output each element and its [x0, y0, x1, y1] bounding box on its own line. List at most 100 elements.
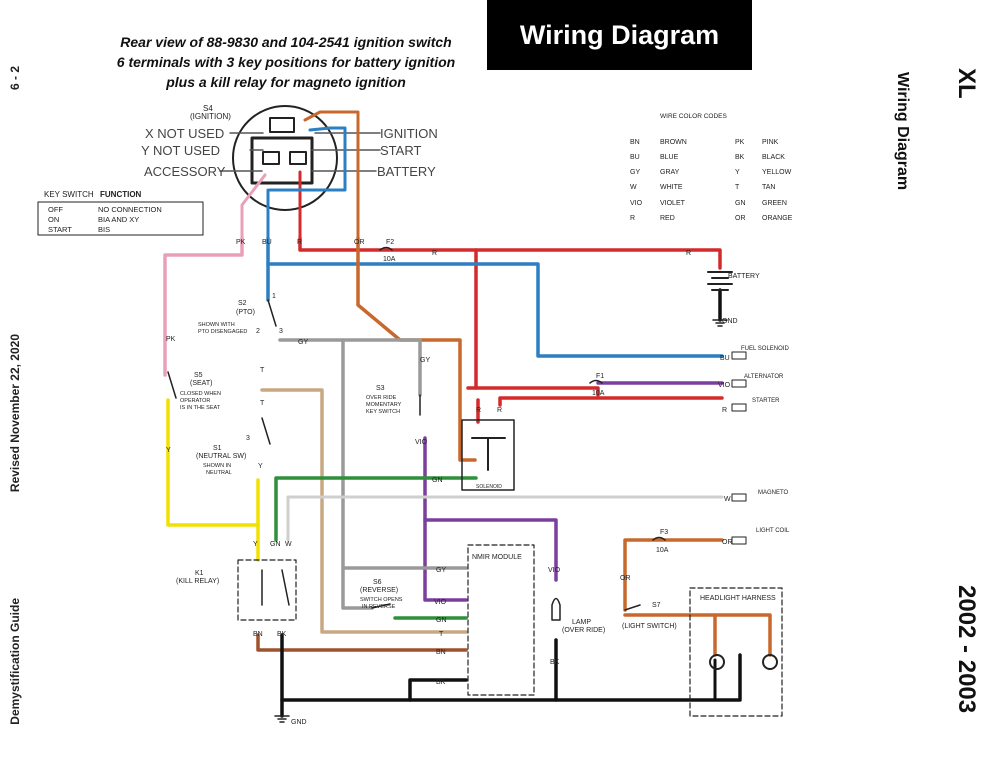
s5-note: CLOSED WHEN: [180, 391, 221, 397]
wire-color: BROWN: [660, 139, 687, 146]
s3-note: OVER RIDE: [366, 395, 397, 401]
fuse-f3-label: F3: [660, 529, 668, 536]
subtitle-line-1: Rear view of 88-9830 and 104-2541 igniti…: [120, 34, 452, 50]
wire-color: YELLOW: [762, 169, 792, 176]
gray-wire: [278, 338, 422, 397]
wire-tag-r: R: [297, 239, 302, 246]
subtitle-line-3: plus a kill relay for magneto ignition: [166, 74, 406, 90]
light-coil-label: LIGHT COIL: [756, 528, 790, 534]
wire-code: GY: [630, 169, 640, 176]
s1-note: SHOWN IN: [203, 463, 231, 469]
wire-code: R: [630, 215, 635, 222]
wire-tag-t: T: [260, 400, 265, 407]
wire-tag-gy: GY: [420, 357, 430, 364]
key-row-start-value: BIS: [98, 225, 110, 234]
wire-color: VIOLET: [660, 200, 686, 207]
s1-note: NEUTRAL: [206, 470, 232, 476]
ignition-switch-s4: [219, 105, 381, 211]
wire-tag-y: Y: [166, 447, 171, 454]
wire-tag-vio: VIO: [718, 382, 731, 389]
headlight-bulb-icon: [709, 654, 725, 670]
brown-wire: [256, 633, 468, 652]
wire-tag-r: R: [722, 407, 727, 414]
wire-codes-title: WIRE COLOR CODES: [660, 113, 727, 120]
fuse-f2: [379, 246, 393, 251]
key-switch-header: KEY SWITCH: [44, 190, 94, 199]
key-switch-function: FUNCTION: [100, 190, 142, 199]
wire-tag-vio: VIO: [434, 599, 447, 606]
blue-main-wire: [266, 236, 724, 358]
s6-id: S6: [373, 579, 382, 586]
starter-solenoid: [461, 419, 515, 491]
section-label: Wiring Diagram: [894, 72, 911, 191]
red-main-wire: [298, 236, 722, 270]
x-not-used-label: X NOT USED: [145, 126, 224, 141]
s3-id: S3: [376, 385, 385, 392]
wire-color: GRAY: [660, 169, 680, 176]
wire-tag-or: OR: [620, 575, 631, 582]
wire-tag-gy: GY: [298, 339, 308, 346]
lamp-label: LAMP: [572, 619, 591, 626]
fuse-f3: [652, 536, 666, 541]
lamp-label-override: (OVER RIDE): [562, 627, 605, 634]
alternator-label: ALTERNATOR: [744, 374, 784, 380]
headlight-label: HEADLIGHT HARNESS: [700, 595, 776, 602]
fuse-f1-label: F1: [596, 373, 604, 380]
wire-color: PINK: [762, 139, 779, 146]
green-wire: [274, 476, 478, 542]
wire-tag-t: T: [439, 631, 444, 638]
orange-wire-top: [303, 110, 360, 240]
wire-tag-r: R: [686, 250, 691, 257]
wire-tag-gy: GY: [436, 567, 446, 574]
wire-code: BU: [630, 154, 640, 161]
s6-note: IN REVERSE: [362, 604, 396, 610]
pink-wire: [240, 173, 267, 240]
wire-tag-y: Y: [258, 463, 263, 470]
k1-name: (KILL RELAY): [176, 578, 219, 585]
key-row-off-value: NO CONNECTION: [98, 205, 162, 214]
wire-tag-bk: BK: [550, 659, 560, 666]
wire-code: BN: [630, 139, 640, 146]
s2-name: (PTO): [236, 309, 255, 316]
s2-note: PTO DISENGAGED: [198, 329, 247, 335]
wire-tag-r: R: [476, 407, 481, 414]
wire-color: TAN: [762, 184, 775, 191]
solenoid-label: SOLENOID: [476, 484, 502, 490]
wire-tag-bn: BN: [253, 631, 263, 638]
wire-color: WHITE: [660, 184, 683, 191]
wire-tag-t: T: [260, 367, 265, 374]
s5-note: OPERATOR: [180, 398, 210, 404]
wire-tag-y: Y: [253, 541, 258, 548]
fuel-solenoid-label: FUEL SOLENOID: [741, 346, 789, 352]
wire-tag-w: W: [285, 541, 292, 548]
magneto-label: MAGNETO: [758, 490, 789, 496]
s5-id: S5: [194, 372, 203, 379]
s6-note: SWITCH OPENS: [360, 597, 403, 603]
s7-name: (LIGHT SWITCH): [622, 623, 677, 630]
s1-pin-3: 3: [246, 435, 250, 442]
wire-tag-bn: BN: [436, 649, 446, 656]
wire-tag-or: OR: [354, 239, 365, 246]
wire-tag-gn: GN: [436, 617, 447, 624]
key-switch-table: [37, 201, 204, 236]
wire-code: GN: [735, 200, 746, 207]
gnd-label: GND: [291, 719, 307, 726]
white-magneto-wire: [286, 495, 724, 542]
wire-tag-bu: BU: [262, 239, 272, 246]
wire-code: W: [630, 184, 637, 191]
orange-solenoid-wire: [356, 236, 477, 462]
s7-id: S7: [652, 602, 661, 609]
s3-note: MOMENTARY: [366, 402, 402, 408]
page-title: Wiring Diagram: [487, 0, 752, 70]
wire-tag-w: W: [724, 496, 731, 503]
s6-name: (REVERSE): [360, 587, 398, 594]
wire-code: Y: [735, 169, 740, 176]
model-label: XL: [953, 68, 980, 99]
s2-note: SHOWN WITH: [198, 322, 235, 328]
wire-tag-bu: BU: [720, 355, 730, 362]
wire-tag-vio: VIO: [548, 567, 561, 574]
ground-icon: [274, 715, 290, 723]
wire-tag-or: OR: [722, 539, 733, 546]
wire-tag-gn: GN: [432, 477, 443, 484]
override-lamp-icon: [551, 597, 561, 621]
